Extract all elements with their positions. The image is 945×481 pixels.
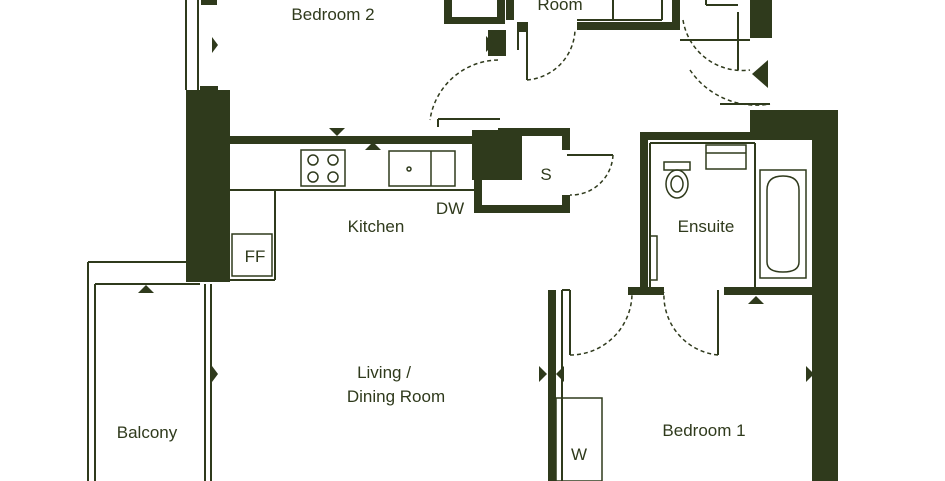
window-marker-bedroom1-left-a bbox=[539, 366, 547, 382]
top-left-cap bbox=[201, 0, 217, 5]
bedroom2-label: Bedroom 2 bbox=[291, 5, 374, 24]
toilet-bowl bbox=[665, 169, 689, 199]
wardrobe-label: W bbox=[571, 445, 587, 464]
kitchen-top-wall bbox=[230, 136, 476, 144]
bedroom1-door-swing bbox=[569, 291, 633, 356]
kitchen-label: Kitchen bbox=[348, 217, 405, 236]
window-marker-living bbox=[212, 366, 218, 382]
kitchen-sink bbox=[388, 150, 456, 187]
fridge-freezer-label: FF bbox=[245, 247, 266, 266]
bedroom1-left-wall bbox=[548, 290, 556, 481]
hob-ring-1 bbox=[307, 154, 319, 166]
window-marker-bedroom1-left-b bbox=[556, 366, 564, 382]
column-cap bbox=[200, 86, 218, 96]
toilet-seat bbox=[670, 175, 684, 193]
upper-wall-horizontal bbox=[444, 17, 504, 24]
ensuite-top-wall bbox=[640, 132, 752, 140]
ensuite-door-swing bbox=[663, 291, 719, 356]
wardrobe bbox=[555, 397, 603, 481]
toilet-cistern bbox=[663, 161, 691, 171]
entrance-marker bbox=[752, 60, 768, 88]
window-marker-kitchen bbox=[329, 128, 345, 136]
bedroom1-entry-door-swing bbox=[689, 69, 771, 106]
hall-stub bbox=[518, 22, 526, 32]
bedroom2-door-block bbox=[488, 30, 506, 56]
room-label-partial: Room bbox=[537, 0, 582, 14]
upper-left-wall bbox=[444, 0, 452, 22]
bedroom1-label: Bedroom 1 bbox=[662, 421, 745, 440]
ensuite-bottom-wall-left bbox=[628, 287, 664, 295]
upper-room-right-wall bbox=[672, 0, 680, 30]
ensuite-shelf bbox=[649, 235, 658, 281]
dining-room-label: Dining Room bbox=[347, 387, 445, 406]
hall-door-swing bbox=[526, 29, 576, 81]
ensuite-label: Ensuite bbox=[678, 217, 735, 236]
hob bbox=[300, 149, 346, 187]
storage-label: S bbox=[540, 165, 551, 184]
storage-bottom-wall bbox=[474, 205, 570, 213]
storage-right-wall-top bbox=[562, 128, 570, 150]
hob-ring-2 bbox=[327, 154, 339, 166]
storage-right-wall-bottom bbox=[562, 195, 570, 213]
bathtub-basin bbox=[766, 175, 800, 273]
window-marker-bathtub bbox=[748, 296, 764, 304]
hob-ring-4 bbox=[327, 171, 339, 183]
storage-left-wall bbox=[474, 180, 482, 213]
ensuite-basin bbox=[705, 144, 747, 170]
sink-drain bbox=[406, 166, 412, 172]
upper-wall-segment bbox=[497, 0, 505, 24]
bathtub bbox=[759, 169, 807, 279]
hob-ring-3 bbox=[307, 171, 319, 183]
fridge-freezer bbox=[231, 233, 273, 277]
structural-column-left bbox=[186, 90, 230, 282]
window-marker-bedroom2 bbox=[212, 37, 218, 53]
window-marker-bedroom1-right bbox=[806, 366, 814, 382]
upper-wall-segment-b bbox=[506, 0, 514, 20]
storage-top-wall bbox=[498, 128, 570, 136]
bedroom2-door-swing bbox=[429, 59, 499, 121]
door-marker-bedroom2 bbox=[486, 36, 494, 52]
dishwasher-label: DW bbox=[436, 199, 464, 218]
ensuite-bottom-wall-right bbox=[724, 287, 814, 295]
balcony-label: Balcony bbox=[117, 423, 178, 442]
window-marker-kitchen-b bbox=[365, 142, 381, 150]
living-label: Living / bbox=[357, 363, 411, 382]
upper-right-door-swing bbox=[682, 19, 751, 72]
upper-room-bottom-wall bbox=[577, 22, 677, 30]
upper-right-block bbox=[750, 0, 772, 38]
right-exterior-wall bbox=[812, 110, 838, 481]
storage-door-swing bbox=[569, 154, 614, 196]
window-marker-balcony bbox=[138, 285, 154, 293]
hall-core-block bbox=[472, 130, 522, 180]
ensuite-left-wall bbox=[640, 132, 648, 294]
